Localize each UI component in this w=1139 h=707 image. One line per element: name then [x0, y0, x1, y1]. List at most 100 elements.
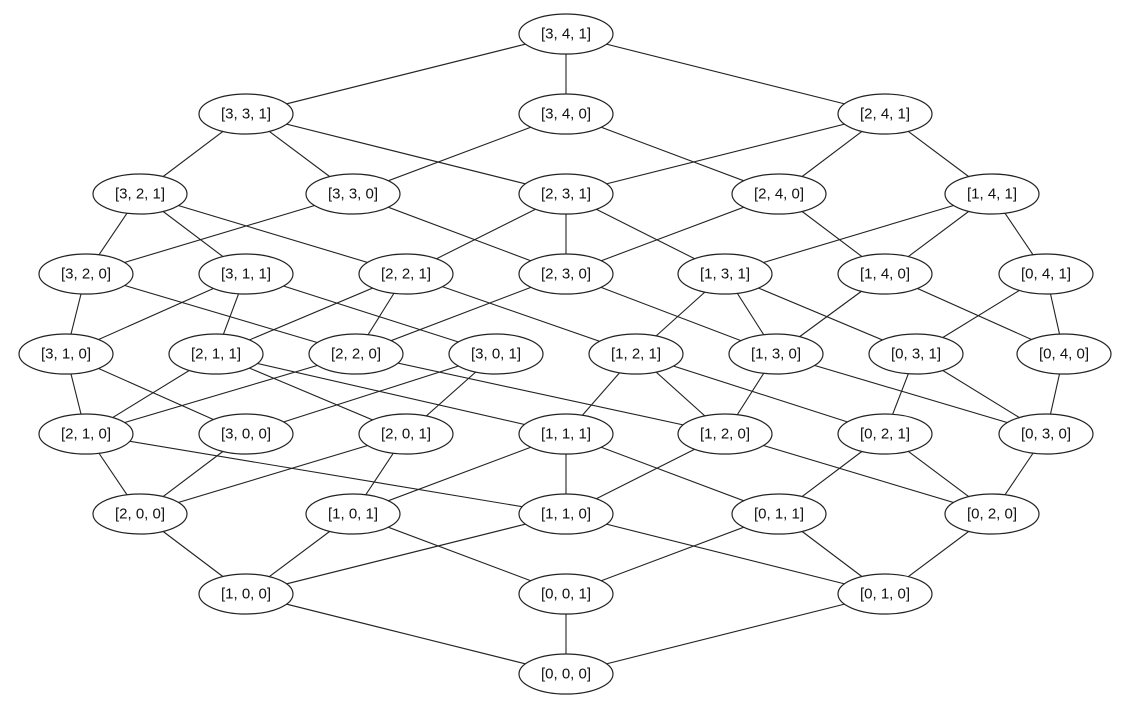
- node-031: [0, 3, 1]: [868, 333, 964, 375]
- node-label: [1, 3, 1]: [700, 266, 750, 283]
- node-ellipse: [198, 93, 294, 135]
- node-321: [3, 2, 1]: [92, 173, 188, 215]
- edge-321-221: [139, 193, 407, 275]
- node-010: [0, 1, 0]: [837, 573, 933, 615]
- node-ellipse: [518, 653, 614, 695]
- node-ellipse: [358, 253, 454, 295]
- node-241: [2, 4, 1]: [837, 93, 933, 135]
- node-220: [2, 2, 0]: [308, 333, 404, 375]
- edge-220-210: [85, 353, 357, 435]
- node-label: [0, 0, 0]: [541, 666, 591, 683]
- node-110: [1, 1, 0]: [518, 493, 614, 535]
- node-120: [1, 2, 0]: [677, 413, 773, 455]
- node-341: [3, 4, 1]: [518, 13, 614, 55]
- node-label: [1, 0, 0]: [221, 586, 271, 603]
- node-label: [2, 4, 1]: [860, 106, 910, 123]
- node-320: [3, 2, 0]: [38, 253, 134, 295]
- node-label: [2, 0, 0]: [115, 506, 165, 523]
- node-label: [1, 1, 1]: [541, 426, 591, 443]
- node-ellipse: [92, 173, 188, 215]
- node-ellipse: [731, 493, 827, 535]
- node-ellipse: [944, 173, 1040, 215]
- node-ellipse: [38, 253, 134, 295]
- edge-211-111: [215, 353, 567, 435]
- edge-201-200: [139, 433, 407, 515]
- node-label: [0, 2, 0]: [967, 506, 1017, 523]
- node-label: [0, 1, 0]: [860, 586, 910, 603]
- node-layer: [3, 4, 1][3, 3, 1][3, 4, 0][2, 4, 1][3, …: [18, 13, 1112, 695]
- node-331: [3, 3, 1]: [198, 93, 294, 135]
- node-ellipse: [998, 413, 1094, 455]
- node-label: [2, 3, 1]: [541, 186, 591, 203]
- node-ellipse: [837, 573, 933, 615]
- node-ellipse: [518, 93, 614, 135]
- node-label: [3, 1, 1]: [221, 266, 271, 283]
- node-label: [2, 4, 0]: [754, 186, 804, 203]
- node-140: [1, 4, 0]: [837, 253, 933, 295]
- node-label: [2, 1, 1]: [191, 346, 241, 363]
- node-030: [0, 3, 0]: [998, 413, 1094, 455]
- node-label: [3, 1, 0]: [41, 346, 91, 363]
- node-ellipse: [518, 493, 614, 535]
- node-021: [0, 2, 1]: [837, 413, 933, 455]
- node-label: [1, 4, 0]: [860, 266, 910, 283]
- edge-110-010: [565, 513, 886, 595]
- edge-010-000: [565, 593, 886, 675]
- node-ellipse: [308, 333, 404, 375]
- node-210: [2, 1, 0]: [38, 413, 134, 455]
- node-label: [0, 2, 1]: [860, 426, 910, 443]
- edge-331-231: [245, 113, 567, 195]
- node-ellipse: [305, 173, 401, 215]
- node-label: [3, 2, 0]: [61, 266, 111, 283]
- node-141: [1, 4, 1]: [944, 173, 1040, 215]
- edge-220-120: [355, 353, 726, 435]
- edge-311-301: [245, 273, 497, 355]
- node-310: [3, 1, 0]: [18, 333, 114, 375]
- node-ellipse: [998, 253, 1094, 295]
- node-label: [2, 2, 0]: [331, 346, 381, 363]
- node-label: [1, 2, 0]: [700, 426, 750, 443]
- edge-141-131: [724, 193, 993, 275]
- edge-120-020: [724, 433, 993, 515]
- node-ellipse: [448, 333, 544, 375]
- edge-241-231: [565, 113, 886, 195]
- node-041: [0, 4, 1]: [998, 253, 1094, 295]
- edge-341-331: [245, 33, 567, 115]
- edge-330-320: [85, 193, 354, 275]
- node-ellipse: [518, 253, 614, 295]
- node-ellipse: [92, 493, 188, 535]
- node-label: [2, 0, 1]: [381, 426, 431, 443]
- node-ellipse: [518, 413, 614, 455]
- node-040: [0, 4, 0]: [1016, 333, 1112, 375]
- node-240: [2, 4, 0]: [731, 173, 827, 215]
- node-label: [1, 2, 1]: [611, 346, 661, 363]
- node-ellipse: [837, 413, 933, 455]
- node-330: [3, 3, 0]: [305, 173, 401, 215]
- node-ellipse: [358, 413, 454, 455]
- node-label: [1, 1, 0]: [541, 506, 591, 523]
- node-ellipse: [518, 573, 614, 615]
- node-label: [3, 3, 0]: [328, 186, 378, 203]
- node-ellipse: [198, 413, 294, 455]
- node-ellipse: [305, 493, 401, 535]
- node-label: [1, 3, 0]: [751, 346, 801, 363]
- node-131: [1, 3, 1]: [677, 253, 773, 295]
- node-label: [2, 2, 1]: [381, 266, 431, 283]
- node-ellipse: [168, 333, 264, 375]
- node-ellipse: [518, 173, 614, 215]
- node-ellipse: [1016, 333, 1112, 375]
- node-ellipse: [731, 173, 827, 215]
- node-label: [3, 2, 1]: [115, 186, 165, 203]
- node-ellipse: [728, 333, 824, 375]
- node-label: [0, 4, 1]: [1021, 266, 1071, 283]
- node-200: [2, 0, 0]: [92, 493, 188, 535]
- node-label: [3, 4, 1]: [541, 26, 591, 43]
- node-201: [2, 0, 1]: [358, 413, 454, 455]
- node-ellipse: [518, 13, 614, 55]
- node-ellipse: [198, 253, 294, 295]
- edge-221-121: [405, 273, 637, 355]
- node-ellipse: [198, 573, 294, 615]
- node-011: [0, 1, 1]: [731, 493, 827, 535]
- node-label: [0, 0, 1]: [541, 586, 591, 603]
- node-230: [2, 3, 0]: [518, 253, 614, 295]
